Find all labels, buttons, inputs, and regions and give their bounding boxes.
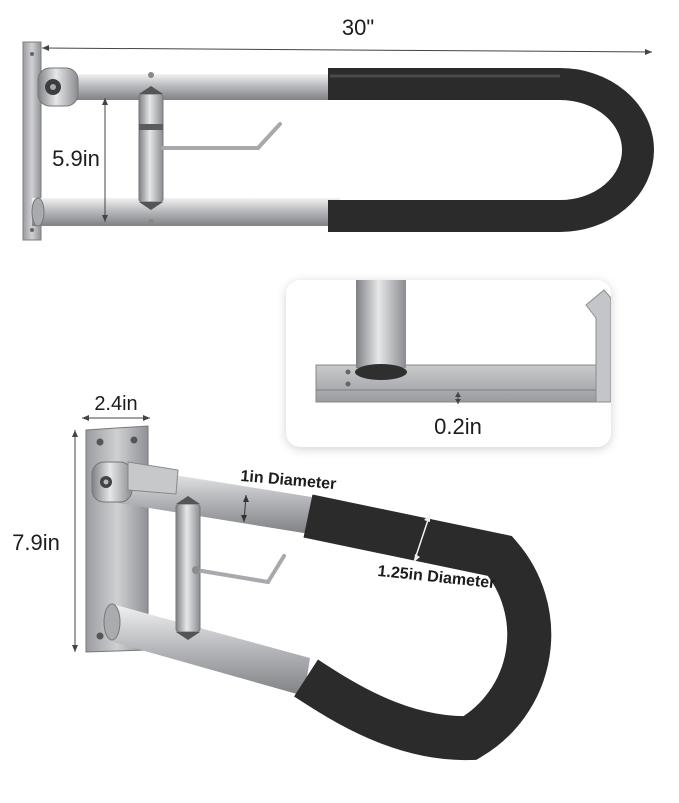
width-label: 30": [342, 15, 374, 40]
top-wall-plate: [22, 41, 42, 241]
height-dimension-line-top: [102, 98, 108, 222]
top-paper-holder: [138, 72, 282, 225]
grip-diameter-marker: [413, 513, 431, 563]
side-paper-holder: [175, 496, 286, 640]
top-height-label: 5.9in: [52, 146, 100, 171]
top-lower-tube: [32, 198, 340, 226]
side-height-label: 7.9in: [12, 530, 60, 555]
width-dimension-line: [41, 45, 653, 55]
plate-width-label: 2.4in: [94, 393, 137, 415]
side-lower-tube: [106, 604, 310, 696]
height-dimension-line-side: [72, 430, 78, 652]
plate-width-dimension-line: [82, 415, 150, 421]
thickness-label: 0.2in: [434, 414, 482, 439]
top-hinge: [37, 67, 79, 107]
side-grip: [294, 494, 552, 761]
top-grip: [328, 68, 654, 232]
detail-illustration: 0.2in: [315, 280, 611, 439]
side-hinge: [91, 461, 179, 503]
top-upper-tube: [60, 74, 340, 100]
thickness-detail-inset: 0.2in: [286, 280, 611, 447]
tube-diameter-marker: [241, 494, 249, 523]
